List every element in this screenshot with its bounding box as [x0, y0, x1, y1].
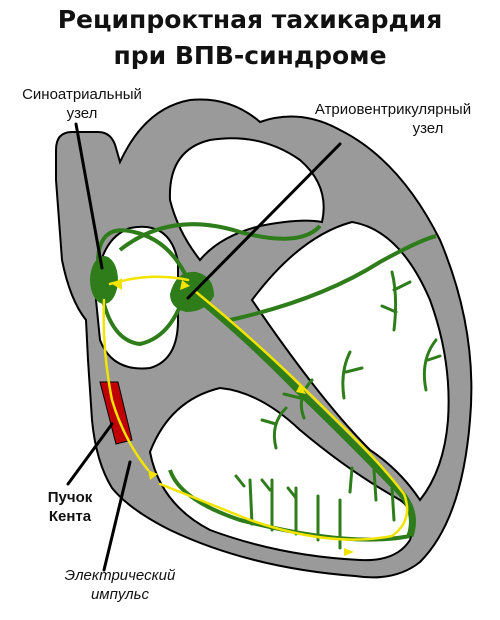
av-node-label-line-1: Атриовентрикулярный — [314, 101, 472, 118]
sa-node-label-line-2: узел — [66, 105, 98, 122]
title-line-1: Реципроктная тахикардия — [57, 5, 443, 34]
sinoatrial-node — [90, 256, 118, 304]
diagram-title: Реципроктная тахикардия при ВПВ-синдроме — [0, 2, 500, 74]
electrical-impulse-label-line-1: Электрический — [64, 567, 176, 584]
impulse-arrowheads — [112, 278, 354, 556]
left-bundle-branch — [229, 234, 437, 322]
bachmann-bundle — [118, 222, 322, 252]
his-bundle — [193, 293, 416, 538]
sa-node-pointer — [74, 122, 104, 270]
sa-node-label-line-1: Синоатриальный — [22, 86, 142, 103]
av-node-pointer — [186, 142, 342, 300]
av-node-label-line-2: узел — [412, 120, 444, 137]
left-ventricle-chamber — [250, 220, 450, 502]
av-node-label: Атриовентрикулярный узел — [288, 100, 498, 138]
pointer-lines — [66, 122, 342, 572]
kent-bundle-label-line-2: Кента — [48, 508, 92, 525]
sa-node-label: Синоатриальный узел — [2, 85, 162, 123]
kent-bundle-pointer — [66, 422, 114, 486]
title-line-2: при ВПВ-синдроме — [113, 41, 387, 70]
purkinje-fibers — [234, 270, 442, 550]
impulse-pointer — [102, 460, 132, 572]
electrical-impulse-label-line-2: импульс — [90, 586, 150, 603]
kent-bundle-label: Пучок Кента — [20, 488, 120, 526]
left-atrium-chamber — [168, 137, 325, 262]
kent-bundle-label-line-1: Пучок — [47, 489, 93, 506]
electrical-impulse-label: Электрический импульс — [40, 566, 200, 604]
